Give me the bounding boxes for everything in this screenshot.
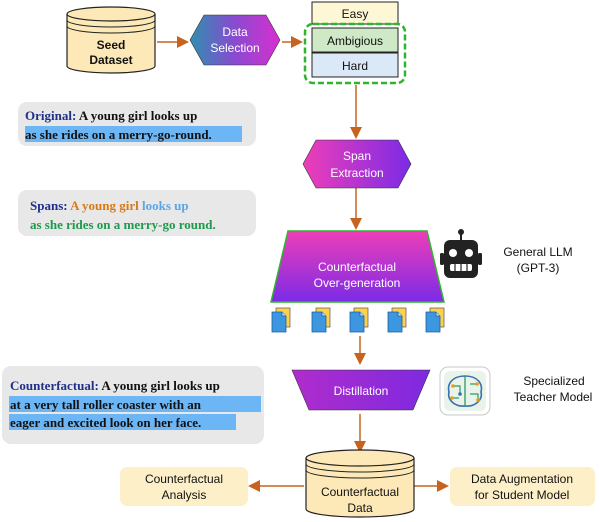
original-line2: as she rides on a merry-go-round. xyxy=(25,127,212,142)
counterfactual-example: Counterfactual: A young girl looks up at… xyxy=(2,366,264,444)
seed-dataset-cylinder: Seed Dataset xyxy=(66,6,156,74)
spans-line2: as she rides on a merry-go round. xyxy=(30,217,216,232)
overgen-line1: Counterfactual xyxy=(318,260,396,274)
data-augmentation-box: Data Augmentation for Student Model xyxy=(450,467,595,506)
arrows xyxy=(157,36,449,492)
distillation-trapezoid: Distillation xyxy=(291,369,431,411)
seed-dataset-line2: Dataset xyxy=(89,53,132,67)
hard-box xyxy=(311,52,399,78)
document-icon xyxy=(349,307,369,333)
teacher-line1: Specialized xyxy=(523,374,584,388)
counterfactual-line2: at a very tall roller coaster with an xyxy=(10,397,202,412)
span-extraction-line1: Span xyxy=(343,149,371,163)
general-llm-line1: General LLM xyxy=(503,245,572,259)
cf-data-line2: Data xyxy=(347,501,373,515)
overgeneration-trapezoid: Counterfactual Over-generation xyxy=(270,230,445,303)
augmentation-line1: Data Augmentation xyxy=(471,472,573,486)
augmentation-line2: for Student Model xyxy=(475,488,570,502)
original-line1: Original: A young girl looks up xyxy=(25,108,197,123)
data-selection-hexagon: Data Selection xyxy=(189,14,281,66)
original-example: Original: A young girl looks up as she r… xyxy=(18,102,256,146)
span-extraction-hexagon: Span Extraction xyxy=(302,139,412,189)
seed-dataset-line1: Seed xyxy=(97,38,126,52)
overgen-line2: Over-generation xyxy=(314,276,401,290)
hard-label: Hard xyxy=(342,59,368,73)
spans-example: Spans: A young girl looks up as she ride… xyxy=(18,190,256,236)
ambiguous-box xyxy=(311,27,399,53)
distillation-label: Distillation xyxy=(334,384,389,398)
selected-group-outline xyxy=(303,22,407,85)
span-extraction-line2: Extraction xyxy=(330,166,383,180)
teacher-line2: Teacher Model xyxy=(514,390,593,404)
data-selection-line2: Selection xyxy=(210,41,259,55)
easy-label: Easy xyxy=(342,7,369,21)
document-icon xyxy=(311,307,331,333)
counterfactual-line3: eager and excited look on her face. xyxy=(10,415,201,430)
document-icon xyxy=(425,307,445,333)
spans-line1: Spans: A young girl looks up xyxy=(30,198,189,213)
data-selection-line1: Data xyxy=(222,25,248,39)
brain-circuit-icon xyxy=(439,366,491,416)
cf-analysis-line1: Counterfactual xyxy=(145,472,223,486)
robot-icon xyxy=(440,229,482,278)
ambiguous-label: Ambigious xyxy=(327,34,383,48)
cf-data-line1: Counterfactual xyxy=(321,485,399,499)
difficulty-buckets: Easy Ambigious Hard xyxy=(303,1,407,85)
counterfactual-data-cylinder: Counterfactual Data xyxy=(305,449,415,518)
document-icon xyxy=(387,307,407,333)
general-llm-line2: (GPT-3) xyxy=(517,261,560,275)
counterfactual-line1: Counterfactual: A young girl looks up xyxy=(10,378,220,393)
generated-document-icons xyxy=(271,307,445,333)
cf-analysis-line2: Analysis xyxy=(162,488,207,502)
counterfactual-analysis-box: Counterfactual Analysis xyxy=(120,467,248,506)
document-icon xyxy=(271,307,291,333)
